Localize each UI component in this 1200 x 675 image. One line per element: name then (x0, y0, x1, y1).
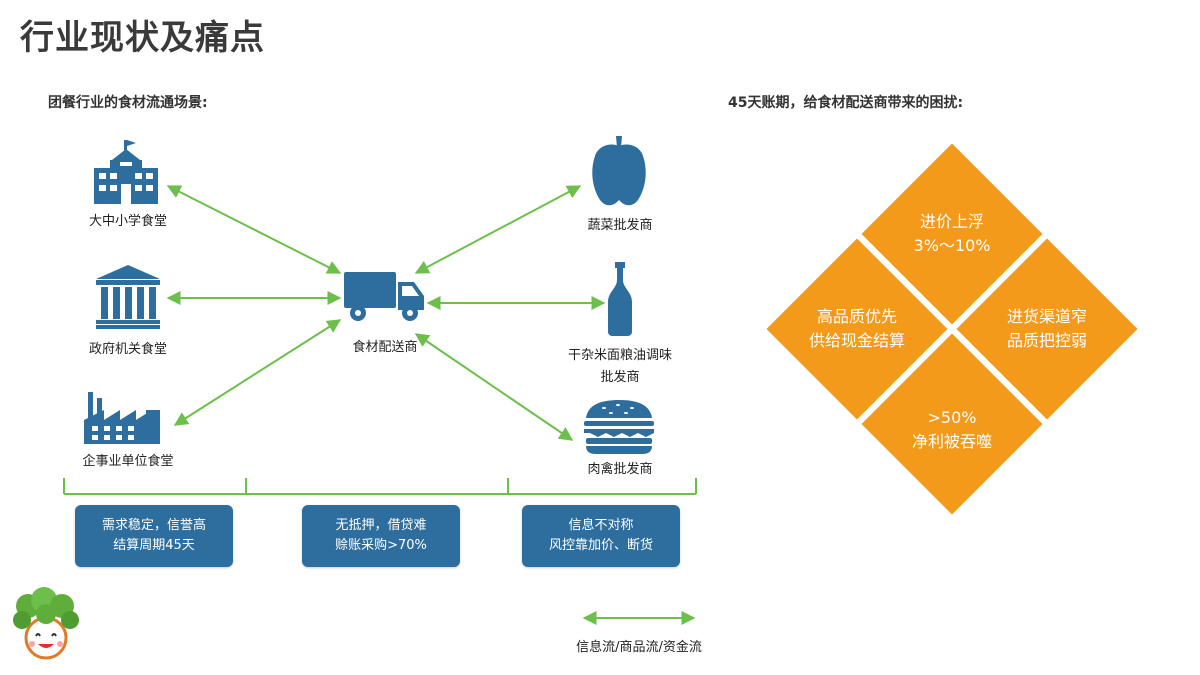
info-box-wholesaler: 信息不对称 风控靠加价、断货 (522, 505, 680, 567)
mascot-logo-icon (13, 587, 79, 660)
delivery-truck-icon (344, 272, 424, 321)
node-label-factory: 企事业单位食堂 (82, 454, 174, 469)
page-title: 行业现状及痛点 (20, 18, 265, 58)
diamond-right-line2: 品质把控弱 (1006, 331, 1087, 350)
info-box-distributor: 无抵押，借贷难 赊账采购>70% (302, 505, 460, 567)
diamond-left-text: 高品质优先 供给现金结算 (777, 305, 937, 353)
arrow-meat-truck (414, 333, 574, 441)
burger-icon (584, 400, 654, 454)
pepper-icon (592, 136, 646, 206)
diamond-top-text: 进价上浮 3%～10% (872, 210, 1032, 258)
factory-icon (84, 392, 160, 444)
school-icon (94, 140, 158, 204)
diamond-right-text: 进货渠道窄 品质把控弱 (967, 305, 1127, 353)
diamond-bottom-text: >50% 净利被吞噬 (872, 406, 1032, 454)
info-box-distributor-line2: 赊账采购>70% (335, 538, 427, 553)
info-box-wholesaler-line2: 风控靠加价、断货 (548, 538, 653, 553)
diamond-bottom-line1: >50% (927, 408, 977, 427)
left-section-heading: 团餐行业的食材流通场景: (48, 95, 208, 111)
info-box-canteen-line2: 结算周期45天 (113, 538, 195, 553)
info-box-distributor-line1: 无抵押，借贷难 (335, 518, 427, 533)
right-section-heading: 45天账期，给食材配送商带来的困扰: (728, 95, 964, 111)
node-label-government: 政府机关食堂 (88, 342, 167, 357)
diamond-bottom-line2: 净利被吞噬 (911, 432, 992, 451)
info-box-canteen: 需求稳定，信誉高 结算周期45天 (75, 505, 233, 567)
node-label-school: 大中小学食堂 (88, 214, 167, 229)
diamond-left-line1: 高品质优先 (816, 307, 897, 326)
arrow-school-truck (166, 185, 342, 274)
info-box-canteen-line1: 需求稳定，信誉高 (101, 518, 206, 533)
node-label-dry-goods-2: 批发商 (600, 370, 640, 385)
node-label-distributor: 食材配送商 (352, 340, 418, 355)
government-building-icon (96, 265, 160, 329)
node-label-meat: 肉禽批发商 (587, 462, 653, 477)
node-label-vegetables: 蔬菜批发商 (587, 218, 653, 233)
arrow-factory-truck (173, 319, 342, 426)
info-box-wholesaler-line1: 信息不对称 (568, 518, 634, 533)
diamond-top-line2: 3%～10% (913, 236, 991, 255)
diamond-left-line2: 供给现金结算 (808, 331, 905, 350)
diamond-right-line1: 进货渠道窄 (1006, 307, 1087, 326)
diamond-top-line1: 进价上浮 (919, 212, 984, 231)
legend-label: 信息流/商品流/资金流 (576, 640, 702, 655)
node-label-dry-goods-1: 干杂米面粮油调味 (567, 348, 672, 363)
bracket-line (63, 478, 697, 495)
bottle-icon (608, 262, 632, 336)
arrow-veg-truck (414, 185, 582, 274)
